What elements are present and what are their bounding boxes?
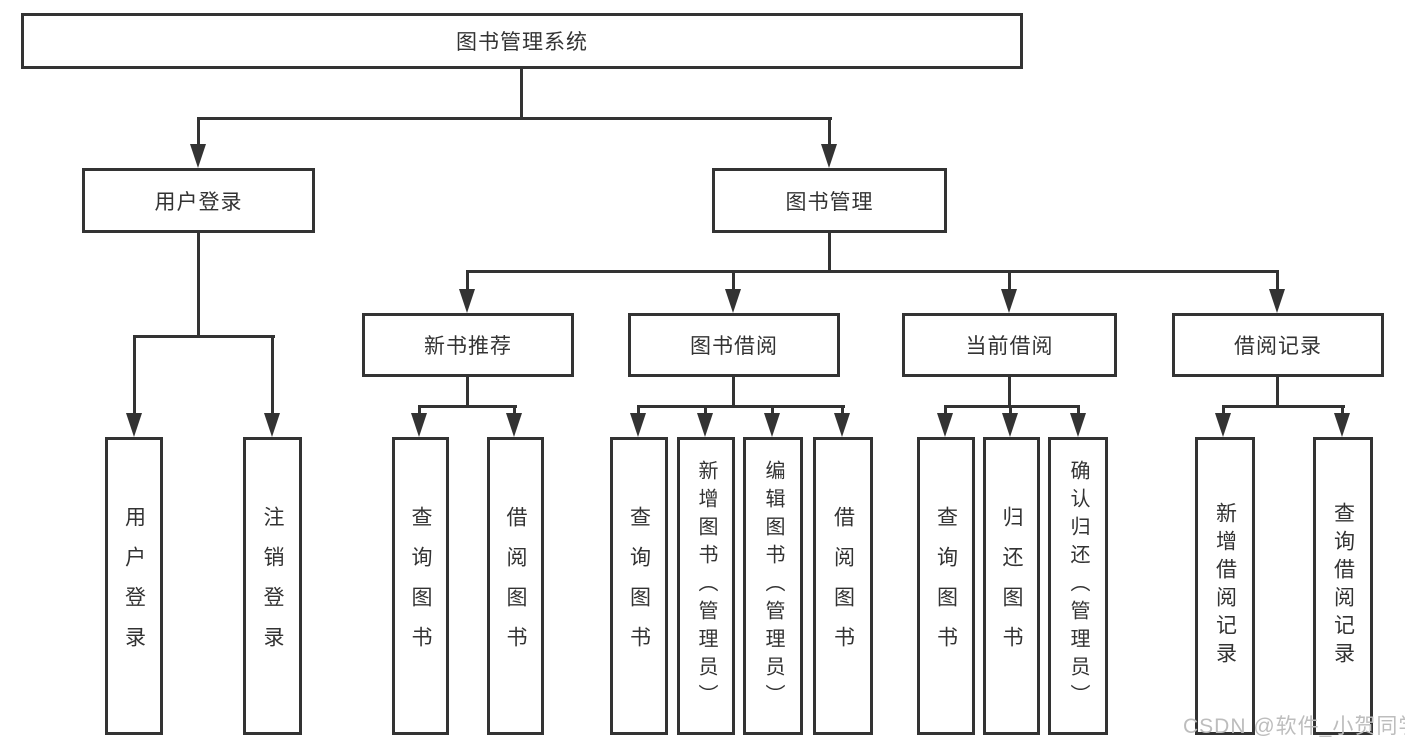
leaf-add-borrow-record: 新增借阅记录 <box>1195 437 1255 735</box>
leaf-query-books-1: 查询图书 <box>392 437 449 735</box>
connector-book-borrow-stub <box>732 377 735 408</box>
leaf-query-borrow-record: 查询借阅记录 <box>1313 437 1373 735</box>
leaf-return-books-label: 归还图书 <box>1000 506 1023 666</box>
arrow-down-icon <box>459 289 475 313</box>
arrow-down-icon <box>1001 289 1017 313</box>
leaf-query-books-2: 查询图书 <box>610 437 668 735</box>
arrow-down-icon <box>697 413 713 437</box>
arrow-down-icon <box>1002 413 1018 437</box>
connector-drop-leaf <box>1341 405 1344 417</box>
connector-drop-leaf <box>704 405 707 417</box>
node-book-management: 图书管理 <box>712 168 947 233</box>
node-borrow-record: 借阅记录 <box>1172 313 1384 377</box>
leaf-query-books-3: 查询图书 <box>917 437 975 735</box>
connector-new-book-stub <box>466 377 469 408</box>
leaf-confirm-return-admin-label: 确认归还（管理员） <box>1067 460 1089 712</box>
node-root-library-system: 图书管理系统 <box>21 13 1023 69</box>
arrow-down-icon <box>821 144 837 168</box>
connector-drop-leaf <box>944 405 947 417</box>
connector-current-borrow-bar <box>944 405 1080 408</box>
arrow-down-icon <box>126 413 142 437</box>
arrow-down-icon <box>1269 289 1285 313</box>
leaf-borrow-books-1-label: 借阅图书 <box>504 506 527 666</box>
leaf-logout: 注销登录 <box>243 437 302 735</box>
leaf-query-books-2-label: 查询图书 <box>627 506 651 666</box>
leaf-query-books-1-label: 查询图书 <box>409 506 432 666</box>
arrow-down-icon <box>411 413 427 437</box>
connector-drop-leaf <box>841 405 844 417</box>
connector-book-management-stub <box>828 233 831 273</box>
connector-drop-leaf <box>271 335 274 414</box>
node-user-login: 用户登录 <box>82 168 315 233</box>
arrow-down-icon <box>630 413 646 437</box>
connector-drop-leaf <box>1222 405 1225 417</box>
connector-root-stub <box>520 68 523 120</box>
connector-drop-leaf <box>513 405 516 417</box>
leaf-query-borrow-record-label: 查询借阅记录 <box>1331 502 1355 670</box>
leaf-return-books: 归还图书 <box>983 437 1040 735</box>
leaf-add-books-admin: 新增图书（管理员） <box>677 437 735 735</box>
leaf-logout-label: 注销登录 <box>261 506 284 666</box>
arrow-down-icon <box>1215 413 1231 437</box>
connector-borrow-record-stub <box>1276 377 1279 408</box>
arrow-down-icon <box>764 413 780 437</box>
leaf-user-login: 用户登录 <box>105 437 163 735</box>
node-new-book-recommend: 新书推荐 <box>362 313 574 377</box>
connector-user-login-stub <box>197 232 200 338</box>
connector-book-borrow-bar <box>637 405 845 408</box>
leaf-user-login-label: 用户登录 <box>122 506 146 666</box>
leaf-add-borrow-record-label: 新增借阅记录 <box>1213 502 1237 670</box>
leaf-query-books-3-label: 查询图书 <box>934 506 958 666</box>
connector-drop-level3 <box>732 270 735 290</box>
connector-new-book-bar <box>418 405 517 408</box>
connector-drop-leaf <box>133 335 136 414</box>
leaf-edit-books-admin-label: 编辑图书（管理员） <box>762 460 784 712</box>
connector-drop-leaf <box>1009 405 1012 417</box>
connector-drop-leaf <box>418 405 421 417</box>
leaf-borrow-books-1: 借阅图书 <box>487 437 544 735</box>
connector-borrow-record-bar <box>1222 405 1345 408</box>
arrow-down-icon <box>264 413 280 437</box>
connector-drop-leaf <box>771 405 774 417</box>
csdn-watermark: CSDN @软件_小贺同学 <box>1183 715 1405 738</box>
node-current-borrow: 当前借阅 <box>902 313 1117 377</box>
leaf-borrow-books-2-label: 借阅图书 <box>831 506 855 666</box>
leaf-borrow-books-2: 借阅图书 <box>813 437 873 735</box>
leaf-edit-books-admin: 编辑图书（管理员） <box>743 437 803 735</box>
node-book-borrow: 图书借阅 <box>628 313 840 377</box>
leaf-confirm-return-admin: 确认归还（管理员） <box>1048 437 1108 735</box>
connector-user-login-bar <box>133 335 275 338</box>
connector-drop-user-login <box>197 117 200 146</box>
connector-current-borrow-stub <box>1008 377 1011 408</box>
arrow-down-icon <box>834 413 850 437</box>
arrow-down-icon <box>190 144 206 168</box>
leaf-add-books-admin-label: 新增图书（管理员） <box>695 460 717 712</box>
connector-drop-level3 <box>466 270 469 290</box>
connector-drop-leaf <box>637 405 640 417</box>
connector-drop-level3 <box>1276 270 1279 290</box>
arrow-down-icon <box>1334 413 1350 437</box>
connector-level2-bar <box>197 117 832 120</box>
arrow-down-icon <box>1070 413 1086 437</box>
arrow-down-icon <box>506 413 522 437</box>
connector-drop-leaf <box>1077 405 1080 417</box>
arrow-down-icon <box>937 413 953 437</box>
connector-drop-level3 <box>1008 270 1011 290</box>
connector-level3-bar <box>466 270 1279 273</box>
connector-drop-book-management <box>828 117 831 146</box>
arrow-down-icon <box>725 289 741 313</box>
